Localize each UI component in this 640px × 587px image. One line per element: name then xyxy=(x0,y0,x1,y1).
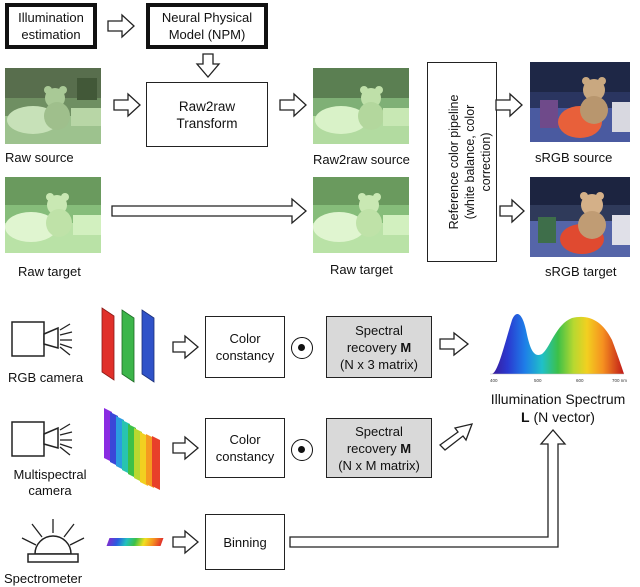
rgb-camera-icon xyxy=(11,321,73,357)
raw2raw-transform-label: Raw2raw Transform xyxy=(176,98,238,131)
illumination-spectrum-plot: 400 500 600 700 nm xyxy=(490,314,627,383)
elementwise-product-icon-2 xyxy=(291,439,313,461)
illumination-spectrum-vector-desc: (N vector) xyxy=(529,409,595,425)
spectral-recovery-matrix-1: M xyxy=(400,339,412,355)
arrow-right-icon xyxy=(172,435,200,461)
arrow-long-up-icon xyxy=(289,429,567,548)
multispectral-camera-label: Multispectral camera xyxy=(13,467,87,498)
arrow-right-icon xyxy=(113,92,141,118)
raw-target-mid-image xyxy=(313,177,409,253)
color-constancy-box-2: Color constancy xyxy=(205,418,285,478)
srgb-source-image xyxy=(530,62,630,142)
arrow-long-right-icon xyxy=(111,197,307,225)
illumination-spectrum-sub: L (N vector) xyxy=(478,409,638,425)
spectrum-tick-600: 600 xyxy=(576,378,584,383)
arrow-right-icon xyxy=(495,92,523,118)
arrow-right-icon xyxy=(172,529,200,555)
raw2raw-transform-box: Raw2raw Transform xyxy=(146,82,268,147)
npm-label: Neural Physical Model (NPM) xyxy=(161,10,253,42)
binning-label: Binning xyxy=(223,534,267,550)
raw2raw-source-image xyxy=(313,68,409,144)
spectrometer-icon xyxy=(21,519,85,563)
elementwise-product-icon-1 xyxy=(291,337,313,359)
spectral-recovery-box-1: Spectral recovery M (N x 3 matrix) xyxy=(326,316,432,378)
arrow-diagonal-icon xyxy=(439,423,474,451)
spectral-recovery-matrix-2: M xyxy=(400,440,412,456)
arrow-right-icon xyxy=(107,13,135,39)
raw-target-left-image xyxy=(5,177,101,253)
spectrometer-label: Spectrometer xyxy=(4,571,83,586)
arrow-down-icon xyxy=(195,53,221,79)
npm-box: Neural Physical Model (NPM) xyxy=(146,3,268,49)
rgb-camera-label: RGB camera xyxy=(8,370,84,385)
srgb-target-label: sRGB target xyxy=(545,264,617,279)
raw-source-label: Raw source xyxy=(5,150,74,165)
spectrum-tick-700: 700 nm xyxy=(612,378,627,383)
spectrum-tick-400: 400 xyxy=(490,378,498,383)
spectral-recovery-title-2: Spectral recovery xyxy=(346,423,403,456)
raw-source-image xyxy=(5,68,101,144)
illumination-estimation-box: Illumination estimation xyxy=(5,3,97,49)
raw-target-mid-label: Raw target xyxy=(330,262,393,277)
spectrum-tick-500: 500 xyxy=(534,378,542,383)
raw-target-left-label: Raw target xyxy=(18,264,81,279)
spectral-recovery-title-1: Spectral recovery xyxy=(346,322,403,355)
arrow-right-icon xyxy=(279,92,307,118)
arrow-right-icon xyxy=(499,198,525,224)
spectral-recovery-sub-2: (N x M matrix) xyxy=(338,457,420,473)
raw2raw-source-label: Raw2raw source xyxy=(313,152,410,167)
color-constancy-box-1: Color constancy xyxy=(205,316,285,378)
spectral-recovery-box-2: Spectral recovery M (N x M matrix) xyxy=(326,418,432,478)
multispectral-stack xyxy=(104,408,160,490)
reference-pipeline-box xyxy=(427,62,497,262)
binning-box: Binning xyxy=(205,514,285,570)
multispectral-camera-icon xyxy=(11,421,73,457)
srgb-source-label: sRGB source xyxy=(535,150,613,165)
arrow-right-icon xyxy=(172,334,200,360)
illumination-spectrum-title: Illumination Spectrum xyxy=(490,391,626,407)
illumination-spectrum-vector-symbol: L xyxy=(521,409,530,425)
color-constancy-label-2: Color constancy xyxy=(215,432,275,464)
illumination-estimation-label: Illumination estimation xyxy=(18,10,84,42)
rgb-channel-planes xyxy=(101,307,155,383)
srgb-target-image xyxy=(530,177,630,257)
arrow-right-icon xyxy=(439,331,470,357)
color-constancy-label-1: Color constancy xyxy=(215,331,275,363)
spectral-recovery-sub-1: (N x 3 matrix) xyxy=(340,356,418,372)
